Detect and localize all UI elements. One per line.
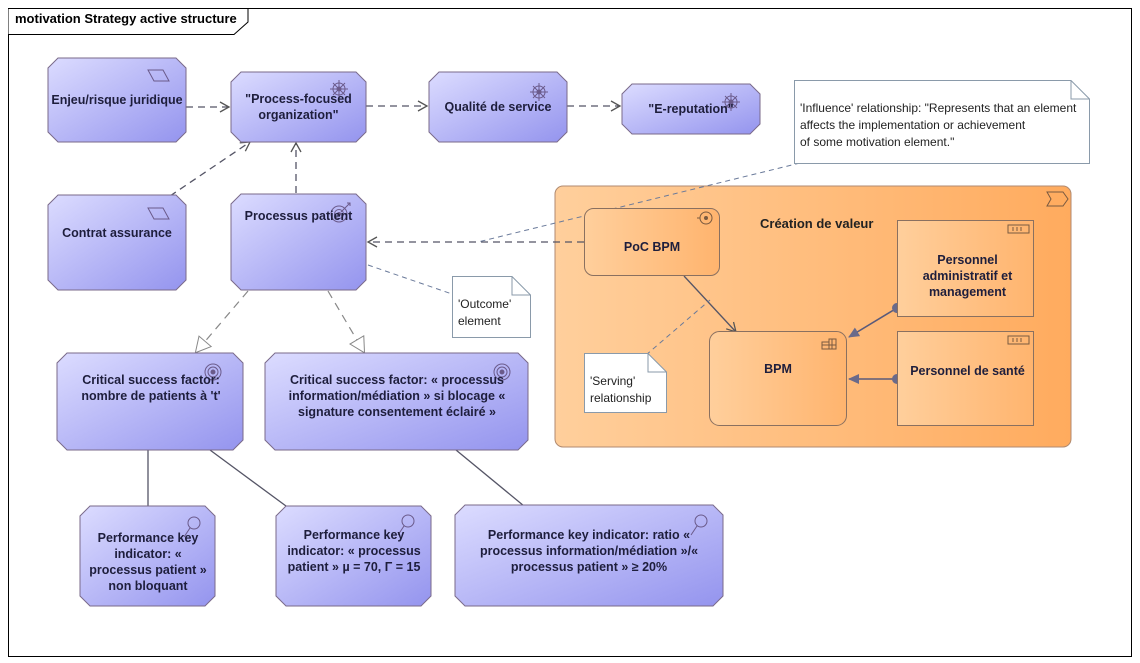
label-csf2: Critical success factor: « processus inf… — [288, 373, 506, 419]
label-group: Création de valeur — [760, 216, 874, 231]
label-pki3: Performance key indicator: ratio « proce… — [479, 528, 699, 574]
label-poc-bpm: PoC BPM — [623, 240, 681, 254]
label-qualite: Qualité de service — [444, 100, 552, 114]
assignment-admin-bpm[interactable] — [848, 303, 902, 338]
csf2-goal-icon — [493, 363, 511, 381]
bpm-function-grid-icon — [821, 338, 837, 350]
node-poc-bpm[interactable] — [584, 208, 720, 276]
realization-csf2[interactable] — [327, 290, 366, 354]
connectors — [147, 100, 902, 507]
node-pki2[interactable] — [275, 505, 432, 607]
node-enjeu[interactable] — [47, 57, 187, 143]
driver-parallelogram-icon — [147, 69, 170, 82]
node-csf2[interactable] — [264, 352, 529, 451]
notes — [452, 80, 1090, 413]
icons — [147, 69, 740, 538]
csf1-goal-icon — [204, 363, 222, 381]
node-bpm[interactable] — [709, 331, 847, 426]
note-outcome-text: 'Outcome' element — [458, 297, 512, 328]
frame-title: motivation Strategy active structure — [15, 11, 237, 26]
note-influence-box[interactable] — [794, 80, 1090, 164]
note-serving-text: 'Serving' relationship — [590, 374, 652, 405]
node-pki3[interactable] — [454, 504, 724, 607]
ereputation-wheel-icon — [722, 93, 740, 111]
label-personnel-sante: Personnel de santé — [910, 364, 1025, 378]
sante-role-icon — [1007, 335, 1030, 345]
label-processus-patient: Processus patient — [244, 209, 353, 223]
pki2-meaning-icon — [397, 514, 415, 536]
outcome-target-icon — [330, 202, 351, 223]
node-personnel-admin[interactable] — [897, 220, 1034, 317]
qualite-wheel-icon — [530, 83, 548, 101]
label-csf1: Critical success factor: nombre de patie… — [81, 373, 221, 403]
node-csf1[interactable] — [56, 352, 244, 451]
note-serving-box[interactable] — [584, 353, 667, 413]
group-icon — [1046, 191, 1069, 207]
contrat-parallelogram-icon — [147, 207, 170, 220]
node-personnel-sante[interactable] — [897, 331, 1034, 426]
node-qualite[interactable] — [428, 71, 568, 143]
label-ereputation: "E-reputation" — [648, 102, 734, 116]
link-csf2-pki3 — [455, 449, 525, 507]
frame-title-tab — [8, 8, 249, 35]
pki3-meaning-icon — [690, 514, 708, 536]
note-link-outcome — [367, 264, 453, 295]
link-csf1-pki2 — [209, 449, 287, 507]
label-enjeu: Enjeu/risque juridique — [51, 93, 183, 107]
node-pki1[interactable] — [79, 505, 216, 607]
nodes — [47, 57, 1034, 607]
label-process-focused: "Process-focused organization" — [245, 92, 352, 122]
label-pki2: Performance key indicator: « processus p… — [287, 528, 421, 574]
note-link-influence — [477, 162, 801, 243]
label-pki1: Performance key indicator: « processus p… — [89, 531, 207, 593]
node-contrat[interactable] — [47, 194, 187, 291]
admin-role-icon — [1007, 224, 1030, 234]
label-contrat: Contrat assurance — [62, 226, 172, 240]
app-icons — [697, 211, 1030, 350]
influence-contrat-process[interactable] — [169, 141, 252, 197]
pki1-meaning-icon — [183, 516, 201, 538]
label-bpm: BPM — [764, 362, 792, 376]
process-focused-wheel-icon — [330, 80, 348, 98]
note-outcome-box[interactable] — [452, 276, 531, 338]
note-influence-text: 'Influence' relationship: "Represents th… — [800, 101, 1077, 149]
poc-service-icon — [697, 211, 713, 225]
serving-poc-bpm[interactable] — [683, 275, 737, 333]
label-personnel-admin: Personnel administratif et management — [922, 253, 1013, 299]
